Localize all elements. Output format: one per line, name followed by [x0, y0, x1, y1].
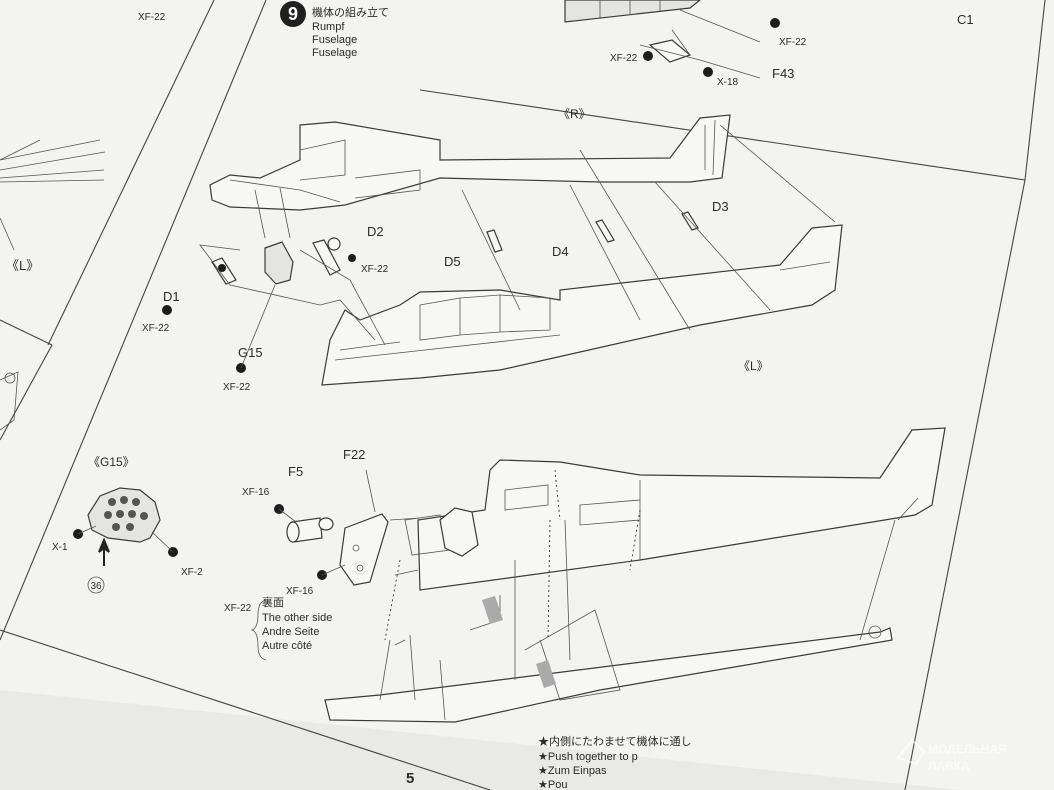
bracket	[250, 599, 267, 661]
label-g15-detail: 《G15》	[88, 455, 135, 469]
step-title-ja: 機体の組み立て	[312, 5, 389, 19]
label-xf22-b: XF-22	[610, 53, 638, 64]
step-title-en: Fuselage	[312, 34, 357, 46]
step-title-de: Rumpf	[312, 21, 345, 33]
upper-diagram	[162, 114, 843, 386]
left-fragment-drawing	[0, 139, 106, 431]
label-f22-paint: XF-16	[286, 586, 314, 597]
note-de: ★Zum Einpas	[538, 765, 607, 777]
fuselage-assembled	[417, 427, 946, 591]
part-g15	[264, 241, 294, 285]
label-d5: D5	[444, 254, 461, 269]
step-number-badge	[280, 1, 306, 27]
label-otherside-fr: Autre côté	[262, 640, 312, 652]
label-d3: D3	[712, 199, 729, 214]
label-l-mark: 《L》	[738, 359, 769, 373]
part-d5	[486, 229, 503, 253]
step-header: 9 機体の組み立て Rumpf Fuselage Fuselage	[280, 1, 389, 59]
note-fr: ★Pou	[538, 779, 567, 790]
label-l-left: 《L》	[6, 258, 39, 273]
lower-diagram	[73, 427, 946, 723]
top-fragment-drawing	[564, 0, 780, 79]
label-xf2: XF-2	[181, 567, 203, 578]
watermark: МОДЕЛЬНАЯ ЛАВКА	[896, 738, 1007, 773]
label-f5-paint: XF-16	[242, 487, 270, 498]
label-c1: C1	[957, 12, 974, 27]
label-x1: X-1	[52, 542, 68, 553]
label-otherside-ja: 裏面	[262, 595, 284, 609]
label-g15: G15	[238, 345, 263, 360]
note-en: ★Push together to p	[538, 751, 638, 763]
label-g15-paint: XF-22	[223, 382, 251, 393]
label-d1: D1	[163, 289, 180, 304]
label-d4: D4	[552, 244, 569, 259]
label-f22: F22	[343, 447, 365, 462]
watermark-logo-icon	[896, 738, 926, 766]
label-d2: D2	[367, 224, 384, 239]
label-otherside-en: The other side	[262, 612, 332, 624]
label-f43: F43	[772, 66, 794, 81]
instrument-panel-g15	[87, 487, 161, 543]
note-ja: ★内側にたわませて機体に通し	[538, 734, 692, 748]
label-d2-paint: XF-22	[361, 264, 389, 275]
label-otherside-de: Andre Seite	[262, 626, 319, 638]
label-f5: F5	[288, 464, 303, 479]
watermark-line1: МОДЕЛЬНАЯ	[928, 742, 1007, 756]
label-xf22-top: XF-22	[779, 37, 807, 48]
page-number: 5	[406, 770, 414, 787]
fuselage-half-left	[321, 224, 843, 386]
part-d4	[595, 219, 615, 243]
label-r-mark: 《R》	[558, 107, 591, 121]
label-d1-paint: XF-22	[142, 323, 170, 334]
part-f22	[339, 513, 389, 586]
label-x18: X-18	[717, 77, 739, 88]
label-otherside-paint: XF-22	[224, 603, 252, 614]
step-number: 9	[288, 4, 298, 24]
watermark-line2: ЛАВКА	[928, 759, 970, 773]
label-ref-step: 36	[90, 581, 102, 592]
fuselage-half-right	[209, 114, 731, 211]
label-xf22-topleft: XF-22	[138, 12, 166, 23]
step-title-fr: Fuselage	[312, 47, 357, 59]
